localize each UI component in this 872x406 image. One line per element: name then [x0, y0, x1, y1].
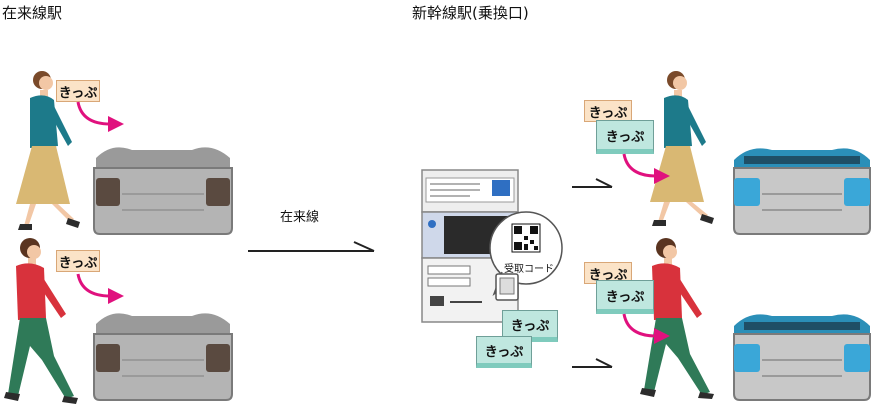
small-arrow-icon: [572, 178, 613, 188]
ticket-gate-gray-icon: [93, 147, 233, 235]
ticket-card: きっぷ: [56, 250, 100, 272]
route-arrow-icon: [248, 241, 375, 252]
insert-arrow-icon: [76, 101, 124, 132]
ticket-card: きっぷ: [596, 280, 654, 314]
passenger-woman-teal-icon: [650, 71, 714, 226]
qr-caption: 受取コード: [504, 264, 554, 275]
route-label: 在来線: [280, 210, 320, 225]
ticket-gate-blue-icon: [733, 148, 871, 235]
ticket-gate-gray-icon: [93, 313, 233, 401]
ticket-card: きっぷ: [584, 100, 632, 122]
insert-arrow-icon: [622, 313, 670, 344]
conventional-station-heading: 在来線駅: [2, 4, 63, 22]
small-arrow-icon: [572, 358, 613, 368]
shinkansen-station-heading: 新幹線駅(乗換口): [412, 4, 529, 22]
ticket-card: きっぷ: [596, 120, 654, 154]
ticket-card: きっぷ: [584, 262, 632, 284]
qr-bubble-icon: [489, 211, 563, 301]
ticket-gate-blue-icon: [733, 314, 871, 401]
insert-arrow-icon: [76, 273, 124, 304]
passenger-woman-teal-icon: [16, 71, 80, 230]
ticket-card: きっぷ: [56, 80, 100, 102]
ticket-card: きっぷ: [476, 336, 532, 368]
insert-arrow-icon: [622, 153, 670, 184]
